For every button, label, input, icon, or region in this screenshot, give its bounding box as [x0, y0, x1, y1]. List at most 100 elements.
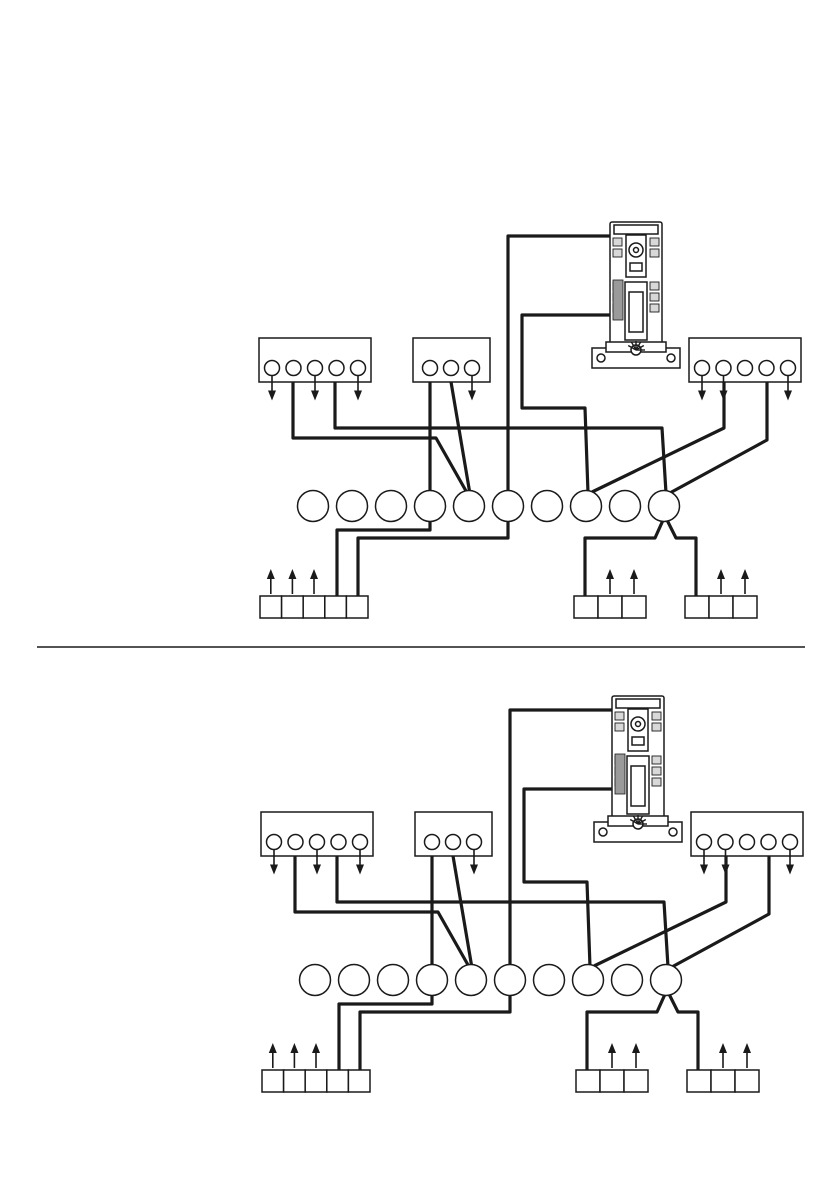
bottom-left-terminal-block-cell — [303, 596, 325, 618]
top-left-terminal-block-terminal — [267, 835, 282, 850]
bottom-right-terminal-block-arrow-up-icon — [741, 569, 749, 594]
top-right-terminal-block-terminal — [695, 361, 710, 376]
bottom-middle-terminal-block-arrow-up-icon — [606, 569, 614, 594]
bottom-left-terminal-block-arrow-up-icon — [288, 569, 296, 594]
wire-top-right-5-to-terminal-10 — [668, 376, 767, 494]
strip-terminal — [456, 965, 487, 996]
top-left-terminal-block-terminal — [329, 361, 344, 376]
top-right-terminal-block-terminal — [781, 361, 796, 376]
bottom-middle-terminal-block-cell — [574, 596, 598, 618]
bottom-right-terminal-block-cell — [735, 1070, 759, 1092]
strip-terminal — [376, 491, 407, 522]
bottom-left-terminal-block-cell — [348, 1070, 370, 1092]
terminal-strip — [300, 965, 682, 996]
wiring-diagram-upper — [259, 222, 801, 618]
bottom-left-terminal-block-cell — [262, 1070, 284, 1092]
wiring — [293, 236, 767, 596]
bottom-right-terminal-block-arrow-up-icon — [717, 569, 725, 594]
top-left-terminal-block-terminal — [353, 835, 368, 850]
strip-terminal — [532, 491, 563, 522]
bottom-left-terminal-block-cell — [346, 596, 368, 618]
strip-terminal — [651, 965, 682, 996]
top-left-terminal-block — [261, 812, 373, 875]
bottom-right-terminal-block-arrow-up-icon — [719, 1043, 727, 1068]
strip-terminal — [337, 491, 368, 522]
bottom-left-terminal-block-cell — [305, 1070, 327, 1092]
bottom-left-terminal-block-cell — [260, 596, 282, 618]
wire-terminal-4-to-bottom-left-4 — [337, 518, 430, 596]
bottom-middle-terminal-block-cell — [576, 1070, 600, 1092]
wire-top-right-5-to-terminal-10 — [670, 850, 769, 968]
bottom-middle-terminal-block-cell — [598, 596, 622, 618]
bottom-left-terminal-block-arrow-up-icon — [290, 1043, 298, 1068]
strip-terminal — [534, 965, 565, 996]
top-right-terminal-block — [691, 812, 803, 875]
top-left-terminal-block-terminal — [331, 835, 346, 850]
bottom-left-terminal-block-arrow-up-icon — [269, 1043, 277, 1068]
wire-top-left-4-to-terminal-10 — [335, 376, 666, 493]
wire-top-left-2-to-terminal-5 — [293, 376, 470, 498]
wire-top-middle-2-to-terminal-5 — [450, 376, 470, 494]
top-middle-terminal-block-terminal — [425, 835, 440, 850]
top-middle-terminal-block-terminal — [465, 361, 480, 376]
strip-terminal — [612, 965, 643, 996]
bottom-left-terminal-block-arrow-up-icon — [310, 569, 318, 594]
strip-terminal — [339, 965, 370, 996]
strip-terminal — [649, 491, 680, 522]
strip-terminal — [415, 491, 446, 522]
bottom-right-terminal-block-cell — [687, 1070, 711, 1092]
top-middle-terminal-block-terminal — [446, 835, 461, 850]
top-right-terminal-block-terminal — [716, 361, 731, 376]
bottom-left-terminal-block-arrow-up-icon — [267, 569, 275, 594]
strip-terminal — [493, 491, 524, 522]
strip-terminal — [417, 965, 448, 996]
bottom-right-terminal-block-arrow-up-icon — [743, 1043, 751, 1068]
strip-terminal — [378, 965, 409, 996]
bottom-left-terminal-block — [260, 569, 368, 618]
top-left-terminal-block-terminal — [308, 361, 323, 376]
wire-terminal-10-to-bottom-right-1 — [668, 992, 698, 1070]
strip-terminal — [571, 491, 602, 522]
top-middle-terminal-block-terminal — [444, 361, 459, 376]
bottom-left-terminal-block-cell — [284, 1070, 306, 1092]
top-right-terminal-block-terminal — [783, 835, 798, 850]
wire-terminal-10-to-bottom-middle-1 — [587, 992, 666, 1070]
bottom-middle-terminal-block-arrow-up-icon — [630, 569, 638, 594]
top-left-terminal-block-terminal — [286, 361, 301, 376]
cylinder-thermostat-icon — [592, 222, 680, 368]
strip-terminal — [300, 965, 331, 996]
top-middle-terminal-block-terminal — [467, 835, 482, 850]
strip-terminal — [454, 491, 485, 522]
wire-top-left-2-to-terminal-5 — [295, 850, 472, 972]
bottom-left-terminal-block-cell — [282, 596, 304, 618]
wire-thermostat-to-terminal-8 — [524, 789, 613, 967]
top-right-terminal-block-terminal — [740, 835, 755, 850]
top-right-terminal-block-terminal — [697, 835, 712, 850]
bottom-right-terminal-block-cell — [733, 596, 757, 618]
strip-terminal — [495, 965, 526, 996]
top-right-terminal-block-terminal — [738, 361, 753, 376]
top-left-terminal-block-terminal — [288, 835, 303, 850]
wiring-diagram-lower — [261, 696, 803, 1092]
wire-terminal-10-to-bottom-middle-1 — [585, 518, 664, 596]
wiring — [295, 710, 769, 1070]
wire-terminal-10-to-bottom-right-1 — [666, 518, 696, 596]
top-left-terminal-block-terminal — [265, 361, 280, 376]
wire-thermostat-to-terminal-8 — [522, 315, 611, 493]
bottom-left-terminal-block-arrow-up-icon — [312, 1043, 320, 1068]
bottom-middle-terminal-block-arrow-up-icon — [632, 1043, 640, 1068]
bottom-middle-terminal-block-cell — [622, 596, 646, 618]
strip-terminal — [298, 491, 329, 522]
top-left-terminal-block-terminal — [310, 835, 325, 850]
bottom-right-terminal-block-cell — [711, 1070, 735, 1092]
bottom-middle-terminal-block-arrow-up-icon — [608, 1043, 616, 1068]
wire-terminal-4-to-bottom-left-4 — [339, 992, 432, 1070]
top-left-terminal-block — [259, 338, 371, 401]
top-right-terminal-block-terminal — [759, 361, 774, 376]
bottom-middle-terminal-block-cell — [624, 1070, 648, 1092]
top-right-terminal-block-terminal — [718, 835, 733, 850]
bottom-right-terminal-block-cell — [685, 596, 709, 618]
bottom-left-terminal-block-cell — [325, 596, 347, 618]
top-middle-terminal-block-terminal — [423, 361, 438, 376]
